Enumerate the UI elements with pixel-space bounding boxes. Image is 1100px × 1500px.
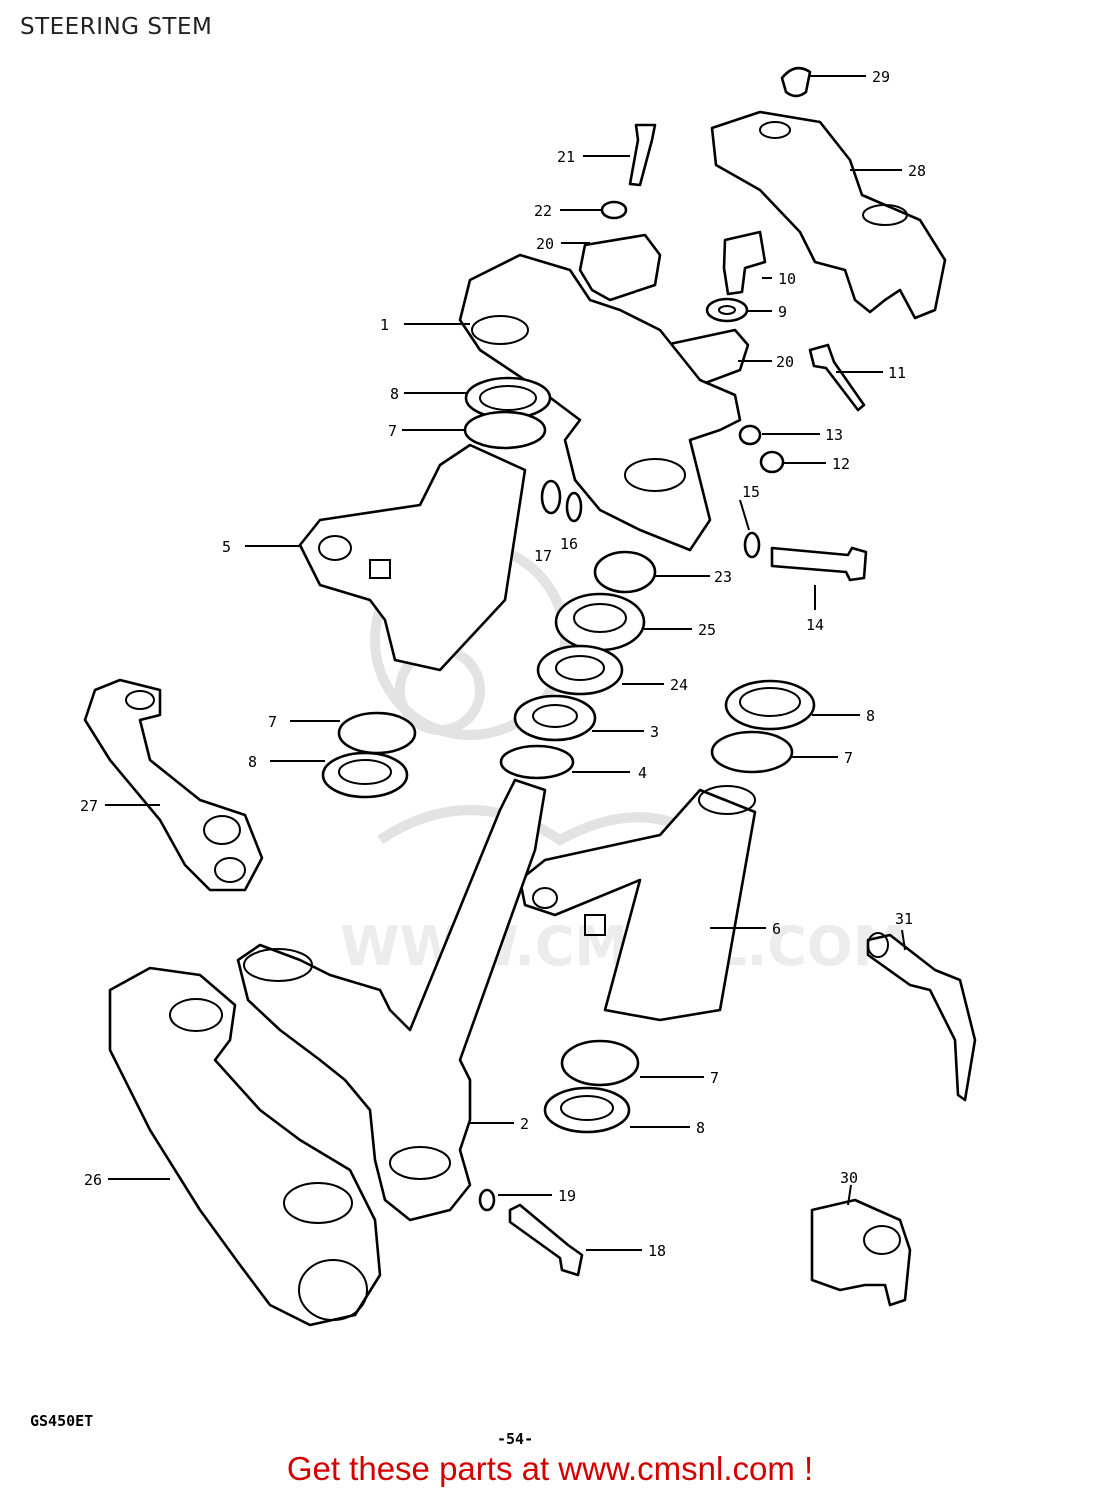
part-20-clamp-upper <box>578 233 662 302</box>
callout-14: 14 <box>806 616 824 634</box>
callout-labels: 29 28 21 22 20 10 9 1 20 11 8 7 13 12 15… <box>80 68 926 1260</box>
callout-15: 15 <box>742 483 760 501</box>
part-7-race-upper-left <box>463 410 547 450</box>
part-31-lock <box>866 932 977 1102</box>
callout-16: 16 <box>560 535 578 553</box>
callout-28: 28 <box>908 162 926 180</box>
page-number: -54- <box>497 1430 534 1448</box>
callout-2: 2 <box>520 1115 529 1133</box>
part-10-bolt <box>722 230 767 296</box>
callout-23: 23 <box>714 568 732 586</box>
callout-20-a: 20 <box>536 235 554 253</box>
leader-lines <box>105 75 906 1251</box>
part-14-bolt <box>770 546 868 582</box>
callout-8-d: 8 <box>696 1119 705 1137</box>
callout-18: 18 <box>648 1242 666 1260</box>
promo-link[interactable]: Get these parts at www.cmsnl.com ! <box>286 1450 814 1487</box>
part-8-bearing-mid-left <box>321 751 409 799</box>
part-12-nut <box>759 450 785 474</box>
callout-27: 27 <box>80 797 98 815</box>
callout-11: 11 <box>888 364 906 382</box>
part-8-bearing-upper-left <box>464 376 552 420</box>
part-22-washer <box>600 200 628 220</box>
page-title: STEERING STEM <box>20 14 213 40</box>
part-25-dust-seal <box>554 592 646 652</box>
part-29-cap <box>780 66 812 98</box>
callout-7-a: 7 <box>388 422 397 440</box>
callout-21: 21 <box>557 148 575 166</box>
callout-10: 10 <box>778 270 796 288</box>
part-8-bearing-lower <box>543 1086 631 1134</box>
part-18-bolt <box>508 1203 584 1277</box>
callout-8-c: 8 <box>248 753 257 771</box>
callout-6: 6 <box>772 920 781 938</box>
callout-29: 29 <box>872 68 890 86</box>
part-9-washer <box>705 297 749 323</box>
callout-13: 13 <box>825 426 843 444</box>
part-26-lower-bracket <box>108 966 382 1327</box>
callout-5: 5 <box>222 538 231 556</box>
callout-1: 1 <box>380 316 389 334</box>
part-28-handlebar-holder <box>710 110 947 320</box>
callout-20-b: 20 <box>776 353 794 371</box>
callout-25: 25 <box>698 621 716 639</box>
callout-22: 22 <box>534 202 552 220</box>
part-27-bracket <box>83 678 264 892</box>
callout-7-d: 7 <box>710 1069 719 1087</box>
callout-24: 24 <box>670 676 688 694</box>
callout-30: 30 <box>840 1169 858 1187</box>
callout-8-a: 8 <box>390 385 399 403</box>
part-3-bearing <box>513 694 597 742</box>
part-30-lock <box>810 1198 912 1307</box>
callout-8-b: 8 <box>866 707 875 725</box>
part-11-bolt <box>808 343 866 412</box>
part-19-clip <box>478 1188 496 1212</box>
callout-4: 4 <box>638 764 647 782</box>
callout-3: 3 <box>650 723 659 741</box>
part-8-bearing-upper-right <box>724 679 816 731</box>
callout-19: 19 <box>558 1187 576 1205</box>
part-21-bolt <box>628 123 657 187</box>
part-15-washer <box>743 531 761 559</box>
part-4-race <box>499 744 575 780</box>
part-7-race-lower <box>560 1039 640 1087</box>
callout-7-c: 7 <box>844 749 853 767</box>
model-code: GS450ET <box>30 1412 94 1430</box>
part-7-race-mid-left <box>337 711 417 755</box>
callout-12: 12 <box>832 455 850 473</box>
callout-7-b: 7 <box>268 713 277 731</box>
part-23-locknut <box>593 550 657 594</box>
part-24-bearing <box>536 644 624 696</box>
part-5-left-fork-cover <box>298 443 527 672</box>
part-16-washer <box>565 491 583 523</box>
part-7-race-upper-right <box>710 730 794 774</box>
callout-26: 26 <box>84 1171 102 1189</box>
part-17-nut <box>540 479 562 515</box>
part-2-steering-stem <box>236 778 547 1222</box>
part-6-right-fork-cover <box>518 785 757 1022</box>
callout-17: 17 <box>534 547 552 565</box>
callout-9: 9 <box>778 303 787 321</box>
part-13-nut <box>738 424 762 446</box>
callout-31: 31 <box>895 910 913 928</box>
